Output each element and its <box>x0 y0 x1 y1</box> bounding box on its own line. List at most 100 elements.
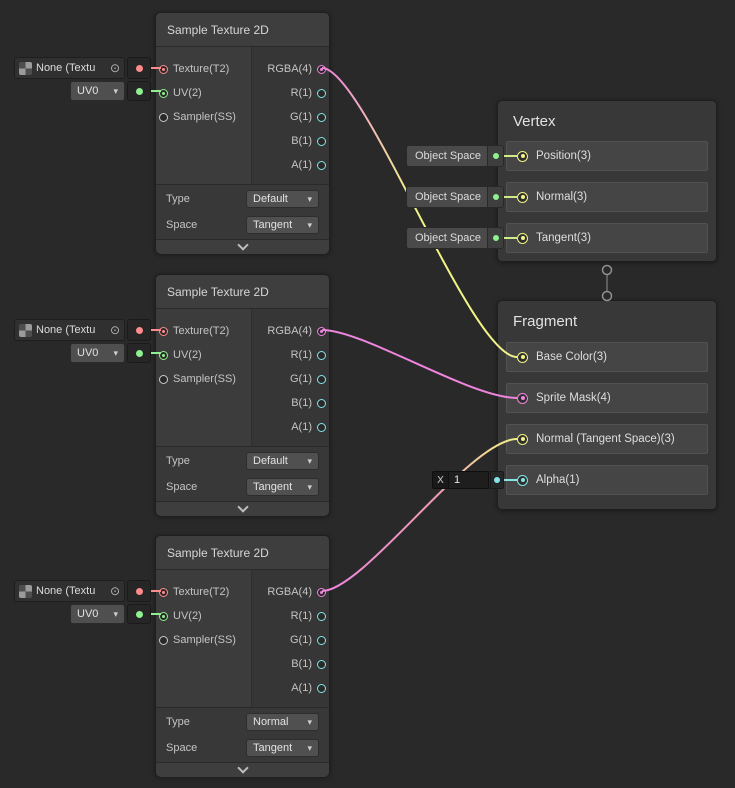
inline-port-box[interactable] <box>487 186 504 208</box>
space-dropdown[interactable]: Tangent ▾ <box>246 739 319 757</box>
port-a[interactable]: A(1) <box>252 676 329 700</box>
sample-texture-node-1[interactable]: Sample Texture 2D Texture(T2) UV(2) Samp… <box>155 12 330 254</box>
port-texture[interactable]: Texture(T2) <box>156 57 251 81</box>
texture-object-field-2[interactable]: None (Textu ⊙ <box>14 319 151 341</box>
float-port-icon[interactable] <box>317 112 326 122</box>
stack-connector-top-dot[interactable] <box>601 264 613 276</box>
alpha-value-widget[interactable]: X 1 <box>432 471 504 489</box>
float-port-icon[interactable] <box>317 635 326 645</box>
node-title-bar[interactable]: Sample Texture 2D <box>156 13 329 47</box>
inline-port-box[interactable] <box>127 319 151 341</box>
inline-port-box[interactable] <box>127 343 151 363</box>
uv-dropdown[interactable]: UV0 ▾ <box>70 343 125 363</box>
texture-object-field-1[interactable]: None (Textu ⊙ <box>14 57 151 79</box>
float-port-icon[interactable] <box>317 611 326 621</box>
inline-port-box[interactable] <box>490 471 504 489</box>
port-g[interactable]: G(1) <box>252 367 329 391</box>
block-base-color[interactable]: Base Color(3) <box>506 342 708 372</box>
block-sprite-mask[interactable]: Sprite Mask(4) <box>506 383 708 413</box>
vector3-port-icon[interactable] <box>517 150 528 162</box>
port-r[interactable]: R(1) <box>252 604 329 628</box>
edge-sample3-rgba-to-normal-ts[interactable] <box>321 438 518 592</box>
port-a[interactable]: A(1) <box>252 153 329 177</box>
float-port-icon[interactable] <box>317 160 326 170</box>
space-chip-label[interactable]: Object Space <box>406 227 487 249</box>
space-chip-label[interactable]: Object Space <box>406 186 487 208</box>
vector4-port-icon[interactable] <box>317 587 326 597</box>
space-chip-label[interactable]: Object Space <box>406 145 487 167</box>
port-uv[interactable]: UV(2) <box>156 343 251 367</box>
block-normal-tangent-space[interactable]: Normal (Tangent Space)(3) <box>506 424 708 454</box>
sampler-port-icon[interactable] <box>159 112 168 122</box>
vector3-port-icon[interactable] <box>517 351 528 363</box>
collapse-button[interactable] <box>156 761 329 777</box>
node-title-bar[interactable]: Sample Texture 2D <box>156 275 329 309</box>
float-port-icon[interactable] <box>317 659 326 669</box>
port-rgba[interactable]: RGBA(4) <box>252 319 329 343</box>
fragment-stack-node[interactable]: Fragment Base Color(3) Sprite Mask(4) No… <box>497 300 717 510</box>
alpha-value-input[interactable]: 1 <box>449 471 489 489</box>
float-port-icon[interactable] <box>317 683 326 693</box>
space-chip-normal[interactable]: Object Space <box>406 186 504 208</box>
texture2d-port-icon[interactable] <box>159 64 168 74</box>
type-dropdown[interactable]: Normal ▾ <box>246 713 319 731</box>
type-dropdown[interactable]: Default ▾ <box>246 452 319 470</box>
texture-object-field[interactable]: None (Textu ⊙ <box>14 57 125 79</box>
float-port-icon[interactable] <box>317 398 326 408</box>
block-position[interactable]: Position(3) <box>506 141 708 171</box>
port-g[interactable]: G(1) <box>252 628 329 652</box>
edge-sample2-rgba-to-sprite-mask[interactable] <box>321 329 518 399</box>
inline-port-box[interactable] <box>487 227 504 249</box>
port-r[interactable]: R(1) <box>252 343 329 367</box>
type-dropdown[interactable]: Default ▾ <box>246 190 319 208</box>
port-rgba[interactable]: RGBA(4) <box>252 57 329 81</box>
block-tangent[interactable]: Tangent(3) <box>506 223 708 253</box>
block-alpha[interactable]: Alpha(1) <box>506 465 708 495</box>
port-sampler[interactable]: Sampler(SS) <box>156 628 251 652</box>
collapse-button[interactable] <box>156 500 329 516</box>
float-port-icon[interactable] <box>317 88 326 98</box>
texture-object-field[interactable]: None (Textu ⊙ <box>14 319 125 341</box>
object-picker-icon[interactable]: ⊙ <box>109 584 120 598</box>
float-port-icon[interactable] <box>317 422 326 432</box>
inline-port-box[interactable] <box>127 57 151 79</box>
vertex-stack-node[interactable]: Vertex Position(3) Normal(3) Tangent(3) <box>497 100 717 262</box>
uv-dropdown[interactable]: UV0 ▾ <box>70 604 125 624</box>
vector2-port-icon[interactable] <box>159 350 168 360</box>
space-dropdown[interactable]: Tangent ▾ <box>246 478 319 496</box>
float-port-icon[interactable] <box>317 374 326 384</box>
space-dropdown[interactable]: Tangent ▾ <box>246 216 319 234</box>
inline-port-box[interactable] <box>127 604 151 624</box>
inline-port-box[interactable] <box>127 580 151 602</box>
vector3-port-icon[interactable] <box>517 191 528 203</box>
vector2-port-icon[interactable] <box>159 88 168 98</box>
uv-channel-dropdown-3[interactable]: UV0 ▾ <box>70 604 151 624</box>
sample-texture-node-3[interactable]: Sample Texture 2D Texture(T2) UV(2) Samp… <box>155 535 330 777</box>
port-b[interactable]: B(1) <box>252 391 329 415</box>
port-uv[interactable]: UV(2) <box>156 81 251 105</box>
space-chip-tangent[interactable]: Object Space <box>406 227 504 249</box>
vector4-port-icon[interactable] <box>517 392 528 404</box>
vector4-port-icon[interactable] <box>317 64 326 74</box>
collapse-button[interactable] <box>156 238 329 254</box>
edge-sample1-rgba-to-base-color[interactable] <box>321 67 518 358</box>
texture-object-field-3[interactable]: None (Textu ⊙ <box>14 580 151 602</box>
sample-texture-node-2[interactable]: Sample Texture 2D Texture(T2) UV(2) Samp… <box>155 274 330 516</box>
object-picker-icon[interactable]: ⊙ <box>109 61 120 75</box>
port-texture[interactable]: Texture(T2) <box>156 319 251 343</box>
port-g[interactable]: G(1) <box>252 105 329 129</box>
port-texture[interactable]: Texture(T2) <box>156 580 251 604</box>
port-sampler[interactable]: Sampler(SS) <box>156 105 251 129</box>
port-b[interactable]: B(1) <box>252 652 329 676</box>
inline-port-box[interactable] <box>127 81 151 101</box>
port-b[interactable]: B(1) <box>252 129 329 153</box>
texture-object-field[interactable]: None (Textu ⊙ <box>14 580 125 602</box>
texture2d-port-icon[interactable] <box>159 587 168 597</box>
float-port-icon[interactable] <box>517 474 528 486</box>
port-uv[interactable]: UV(2) <box>156 604 251 628</box>
space-chip-position[interactable]: Object Space <box>406 145 504 167</box>
float-port-icon[interactable] <box>317 350 326 360</box>
port-r[interactable]: R(1) <box>252 81 329 105</box>
vector3-port-icon[interactable] <box>517 232 528 244</box>
sampler-port-icon[interactable] <box>159 635 168 645</box>
